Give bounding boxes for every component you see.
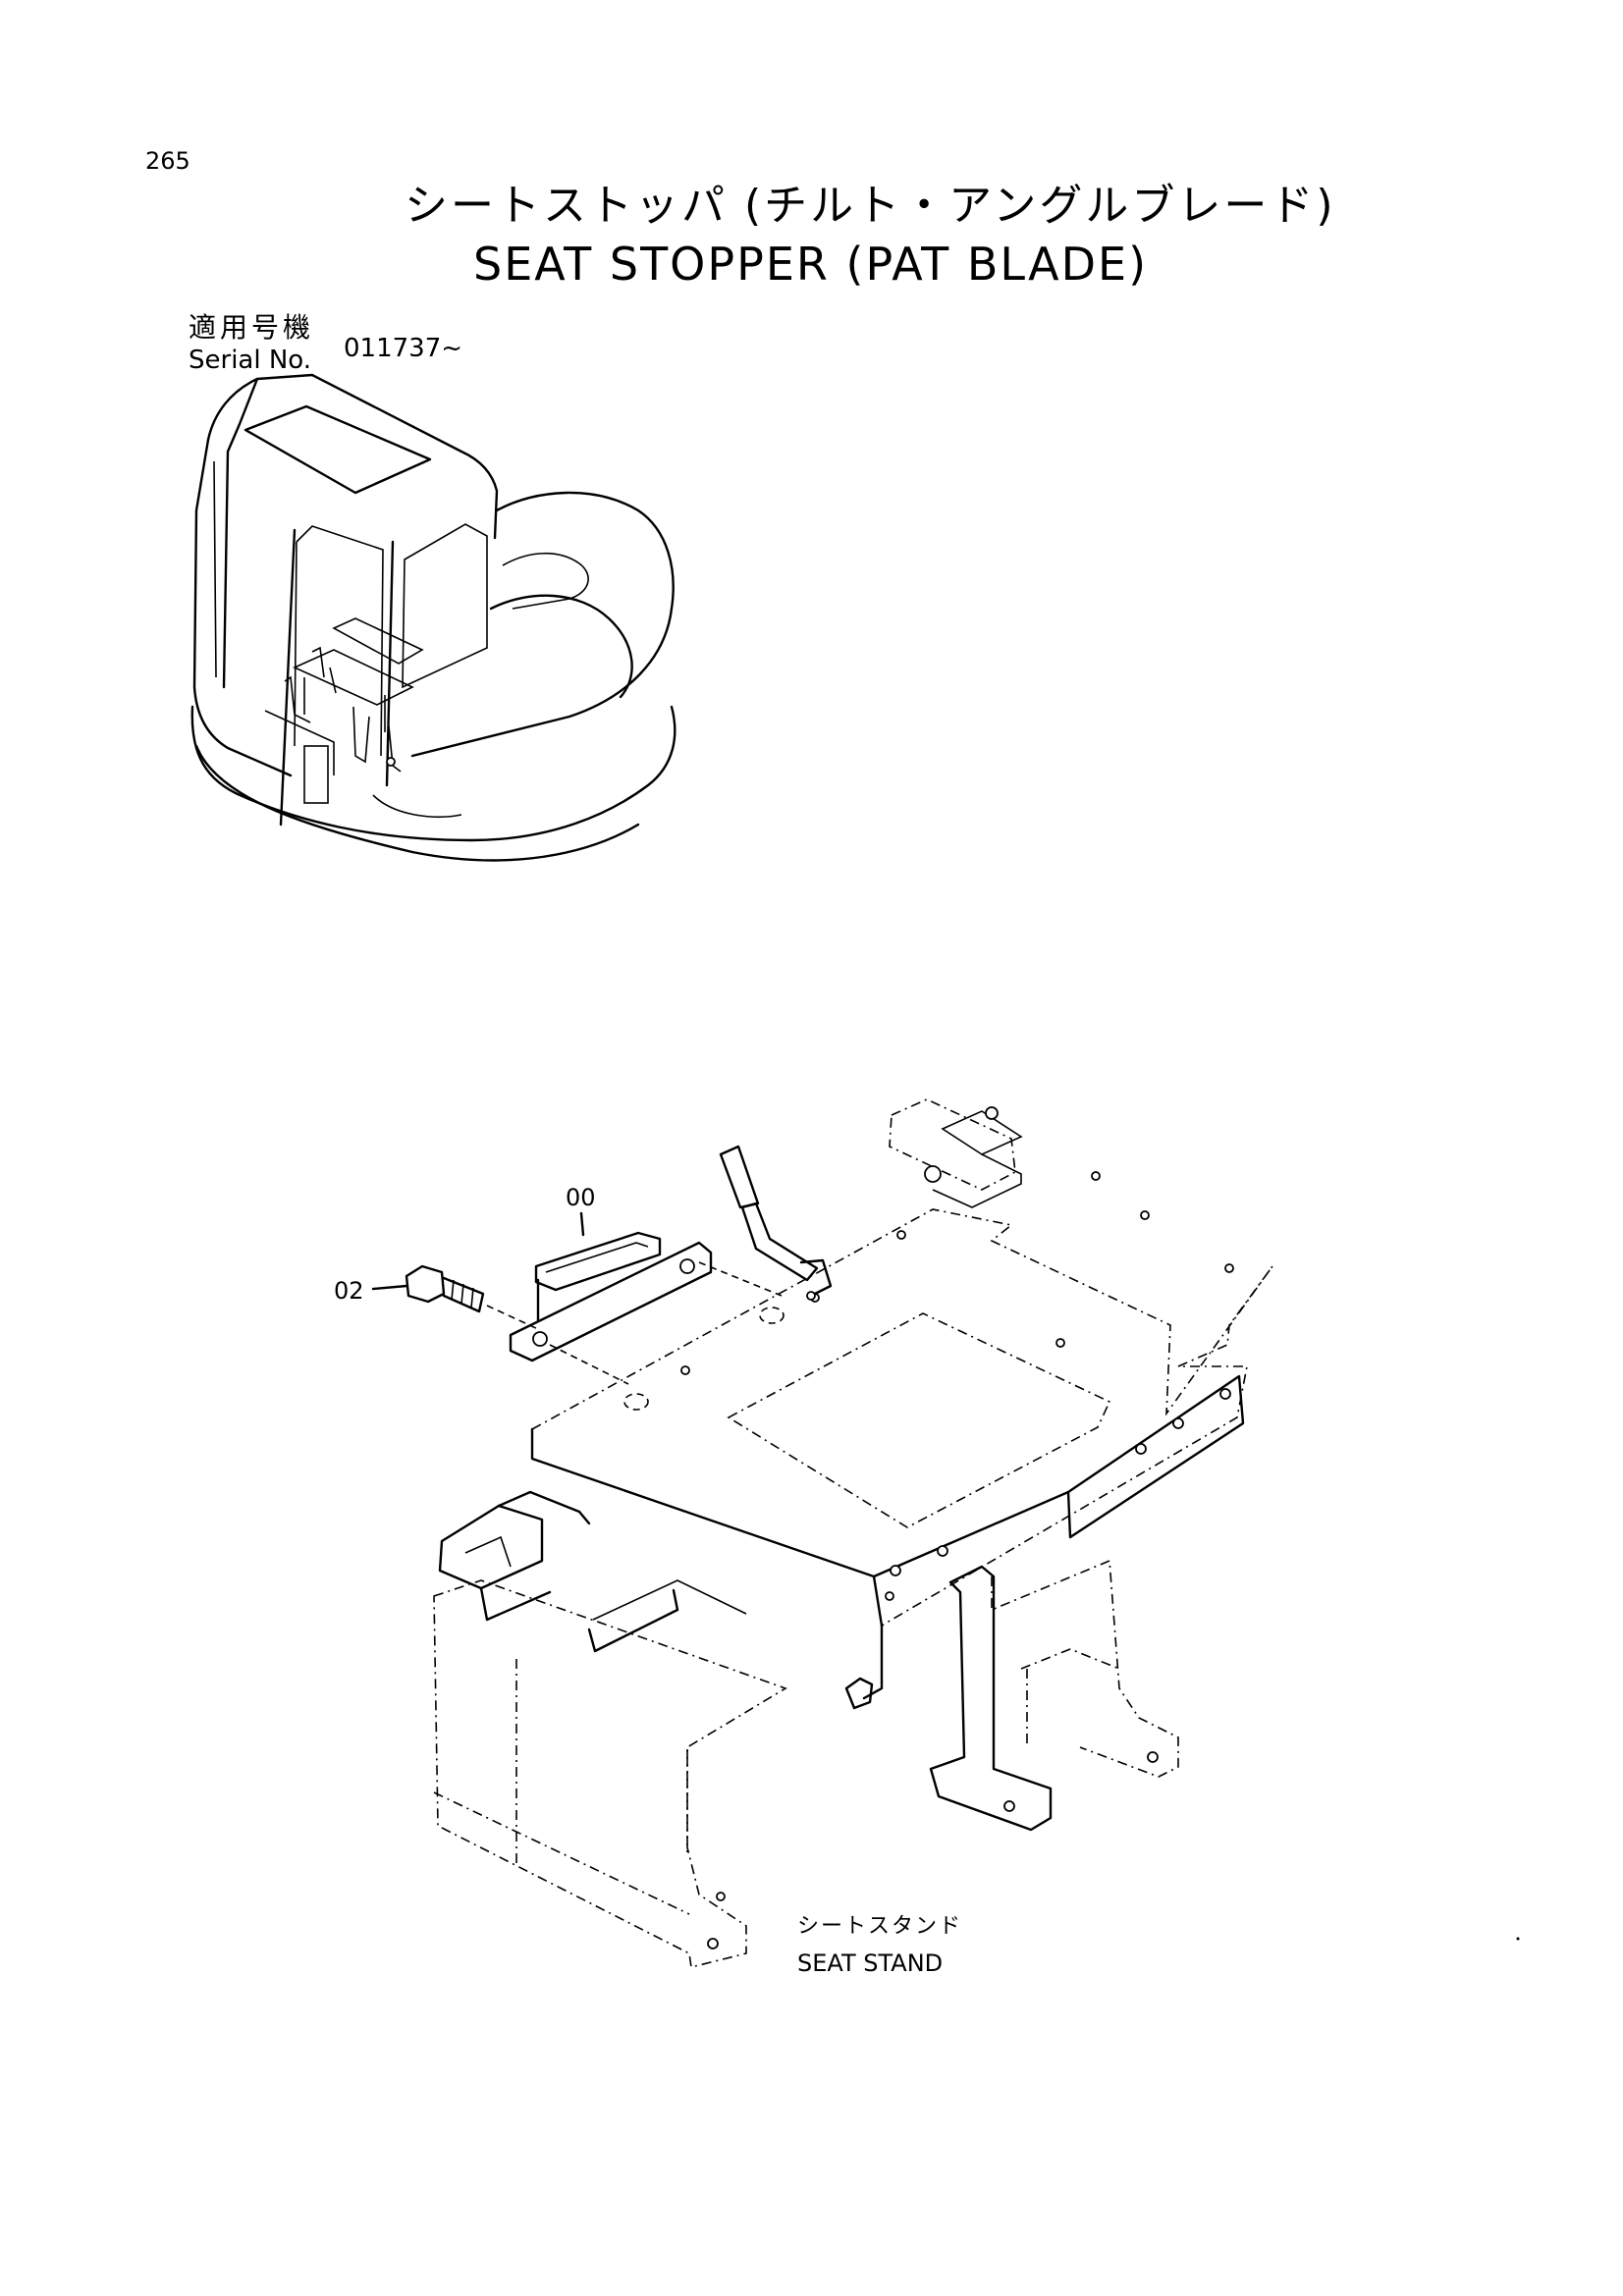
serial-label-english: Serial No. <box>189 346 311 375</box>
title-english: SEAT STOPPER (PAT BLADE) <box>473 238 1149 291</box>
seat-stand-assembly-drawing <box>371 1098 1273 1968</box>
page-number: 265 <box>145 147 190 175</box>
serial-range: 011737~ <box>344 334 463 363</box>
title-japanese: シートストッパ (チルト・アングルブレード) <box>405 181 1336 231</box>
callout-part-02: 02 <box>334 1277 364 1305</box>
seat-stand-label-japanese: シートスタンド <box>797 1914 963 1939</box>
excavator-overview-drawing <box>190 373 676 862</box>
serial-label-japanese: 適用号機 <box>189 311 315 344</box>
callout-part-00: 00 <box>566 1184 596 1211</box>
speck-mark <box>1516 1937 1520 1941</box>
seat-stand-label-english: SEAT STAND <box>797 1949 944 1977</box>
